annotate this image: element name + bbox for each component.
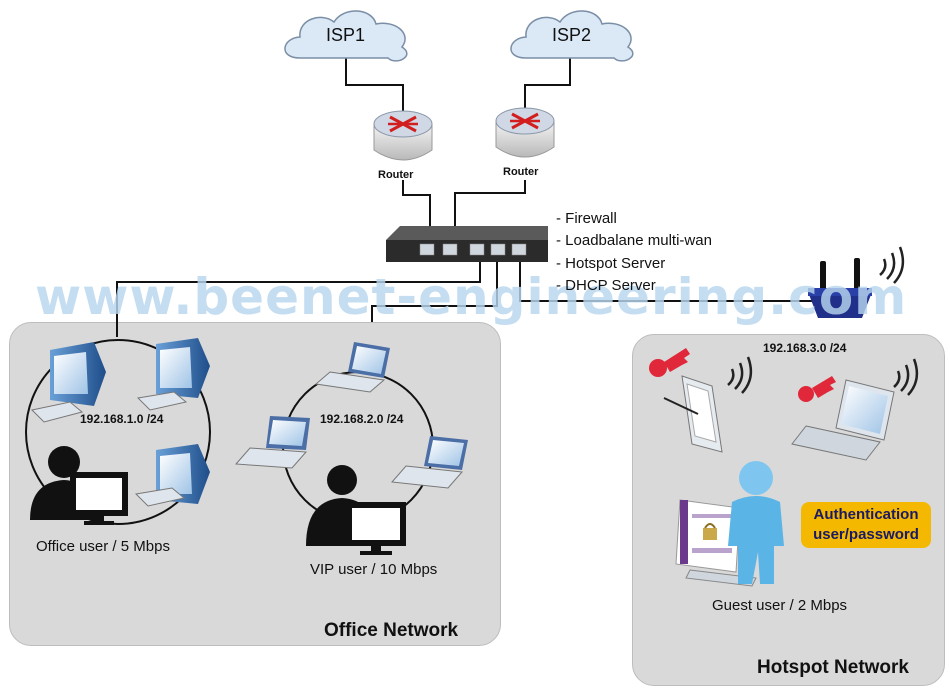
laptop-icon-3 (390, 436, 468, 489)
watermark: www.beenet-engineering.com (35, 268, 908, 326)
tablet-wifi-icon (727, 356, 753, 394)
isp2-label: ISP2 (552, 25, 592, 45)
hotspot-subnet-label: 192.168.3.0 /24 (763, 341, 847, 355)
desktop-pc-icon-3 (134, 444, 210, 507)
isp1-cloud (284, 10, 408, 62)
laptop-wifi-icon (893, 358, 919, 396)
isp1-label: ISP1 (326, 25, 366, 45)
office-user-label: Office user / 5 Mbps (36, 538, 170, 555)
router-2-icon (495, 107, 555, 158)
guest-user-label: Guest user / 2 Mbps (712, 597, 848, 614)
switch-feature-firewall: - Firewall (556, 210, 617, 227)
office-lan-ring (25, 339, 211, 525)
guest-laptop-icon (791, 379, 895, 461)
isp2-cloud (510, 10, 634, 62)
office-network-title: Office Network (324, 620, 459, 641)
vip-user-icon (306, 465, 406, 555)
laptop-icon-1 (314, 342, 390, 393)
key-icon-1 (649, 348, 690, 377)
switch-feature-loadbalance: - Loadbalane multi-wan (556, 232, 712, 249)
hotspot-network-title: Hotspot Network (757, 657, 909, 678)
router-2-label: Router (503, 166, 539, 178)
desktop-pc-icon-2 (136, 338, 210, 411)
authentication-badge: Authentication user/password (801, 502, 931, 548)
desktop-pc-icon-1 (30, 342, 106, 423)
office-user-icon (30, 446, 128, 525)
login-page-icon (675, 499, 757, 587)
router-1-icon (373, 110, 433, 161)
guest-user-icon (728, 461, 784, 584)
switch-feature-hotspot: - Hotspot Server (556, 255, 666, 272)
tablet-icon (663, 375, 723, 453)
office-subnet-label: 192.168.1.0 /24 (80, 412, 164, 426)
wireless-router-icon (808, 246, 905, 318)
cables (116, 58, 842, 337)
router-1-label: Router (378, 169, 414, 181)
vip-subnet-label: 192.168.2.0 /24 (320, 412, 404, 426)
laptop-icon-2 (234, 416, 310, 469)
switch-icon (386, 226, 548, 262)
switch-feature-dhcp: - DHCP Server (556, 277, 656, 294)
key-icon-2 (798, 376, 836, 402)
vip-user-label: VIP user / 10 Mbps (310, 561, 438, 578)
